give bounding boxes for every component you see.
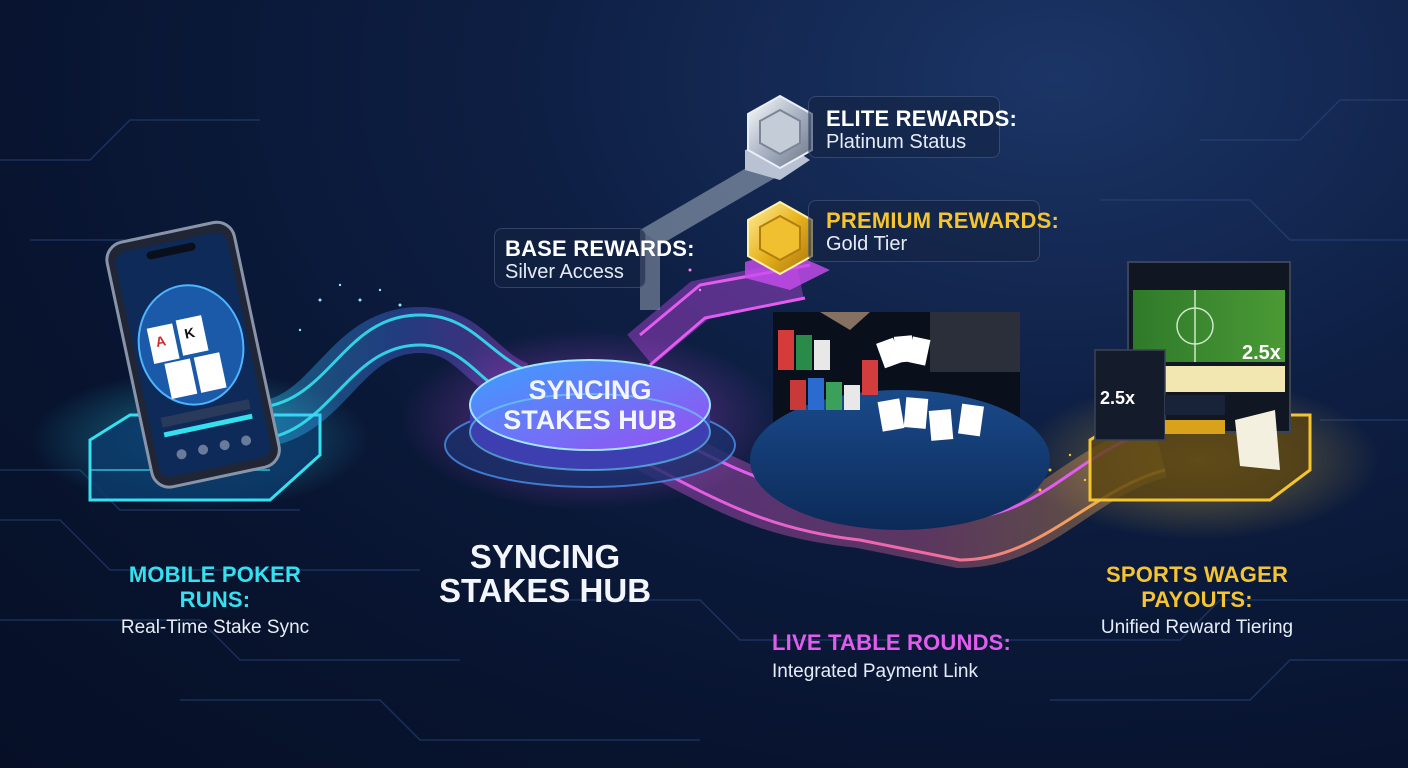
elite-rewards-label: ELITE REWARDS: Platinum Status [826, 106, 1017, 154]
premium-rewards-title: PREMIUM REWARDS: [826, 208, 1059, 233]
live-table-image [750, 312, 1050, 530]
elite-rewards-title: ELITE REWARDS: [826, 106, 1018, 131]
mobile-poker-subtitle: Real-Time Stake Sync [120, 616, 310, 638]
live-table-subtitle: Integrated Payment Link [772, 661, 978, 683]
premium-rewards-subtitle: Gold Tier [826, 233, 908, 256]
live-table-title: LIVE TABLE ROUNDS: [772, 630, 1012, 655]
sports-multiplier-main: 2.5x [1242, 342, 1281, 364]
sports-wager-title: SPORTS WAGER PAYOUTS: [1105, 562, 1289, 613]
hub-caption-line1: SYNCING [469, 538, 621, 575]
sports-multiplier-slip: 2.5x [1100, 388, 1136, 408]
base-rewards-subtitle: Silver Access [505, 261, 624, 284]
live-table-label: LIVE TABLE ROUNDS: Integrated Payment Li… [772, 630, 1011, 683]
syncing-stakes-hub-disc [444, 359, 736, 488]
sparkles [298, 268, 1087, 492]
base-rewards-card [494, 228, 646, 288]
svg-text:A: A [154, 332, 167, 350]
hub-label: SYNCING STAKES HUB [490, 375, 690, 435]
sports-wager-label: SPORTS WAGER PAYOUTS: Unified Reward Tie… [1058, 562, 1336, 638]
sports-screen [1094, 261, 1291, 470]
cyan-flow-band [248, 306, 530, 448]
premium-rewards-card [808, 200, 1040, 262]
hub-label-line1: SYNCING [528, 375, 652, 405]
mobile-poker-title: MOBILE POKER RUNS: [128, 562, 302, 613]
premium-badge-icon [745, 200, 830, 290]
base-rewards-title: BASE REWARDS: [505, 236, 695, 261]
sports-wager-subtitle: Unified Reward Tiering [1100, 616, 1294, 638]
svg-text:K: K [183, 324, 196, 342]
hub-caption-line2: STAKES HUB [438, 572, 652, 609]
elite-rewards-card [808, 96, 1000, 158]
hub-label-line2: STAKES HUB [503, 405, 677, 435]
elite-rewards-subtitle: Platinum Status [826, 131, 967, 154]
poker-chips-icon [778, 330, 878, 410]
hub-caption: SYNCING STAKES HUB [430, 540, 660, 608]
base-rewards-label: BASE REWARDS: Silver Access [505, 236, 695, 284]
mobile-poker-label: MOBILE POKER RUNS: Real-Time Stake Sync [96, 562, 334, 638]
playing-cards-icon [876, 335, 984, 441]
smartphone-icon: A K [105, 220, 281, 489]
premium-rewards-label: PREMIUM REWARDS: Gold Tier [826, 208, 1059, 256]
elite-badge-icon [745, 94, 813, 180]
